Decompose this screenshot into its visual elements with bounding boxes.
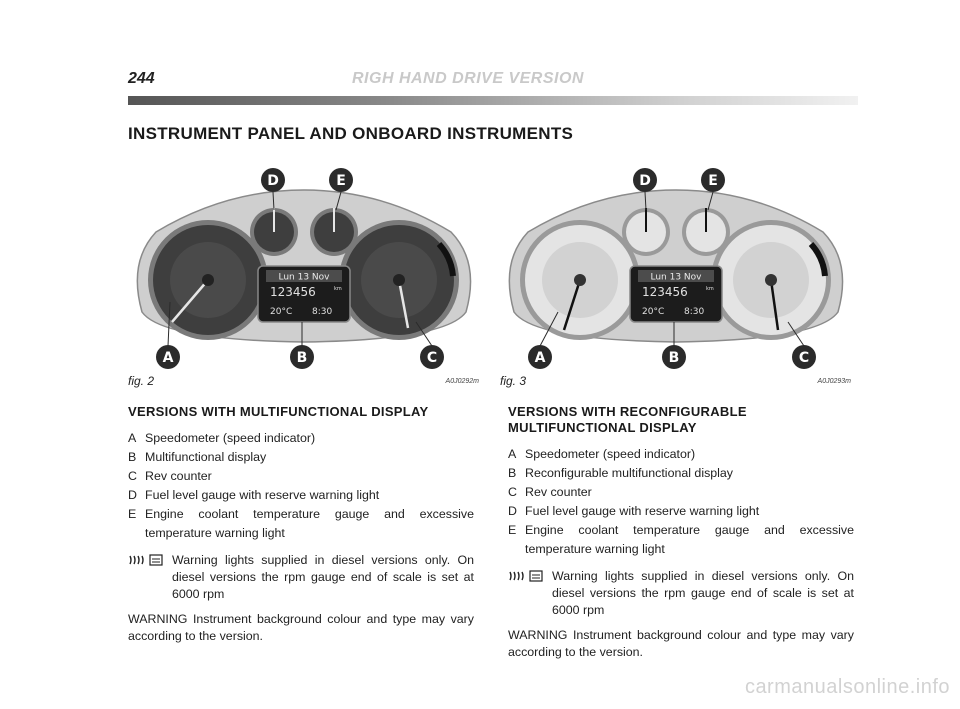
warning-text: WARNING Instrument background colour and… <box>508 628 854 659</box>
callout-a-badge <box>156 345 180 369</box>
instrument-panel-illustration: Lun 13 Nov 123456 km 20°C 8:30 D E A B C <box>508 168 844 369</box>
list-item: A Speedometer (speed indicator) <box>128 429 474 448</box>
item-text: Speedometer (speed indicator) <box>145 431 316 445</box>
item-letter: E <box>508 523 517 537</box>
callout-c-badge <box>420 345 444 369</box>
callout-c: C <box>799 350 809 366</box>
callout-d: D <box>267 173 279 189</box>
item-letter: C <box>508 485 517 499</box>
diesel-note: Warning lights supplied in diesel versio… <box>508 568 854 619</box>
display-date: Lun 13 Nov <box>650 273 702 283</box>
display-temperature: 20°C <box>270 307 292 317</box>
callout-d-badge <box>261 168 285 192</box>
callout-b: B <box>669 350 680 366</box>
callout-e-badge <box>329 168 353 192</box>
watermark: carmanualsonline.info <box>744 676 950 698</box>
item-text: Engine coolant temperature gauge and exc… <box>145 507 474 540</box>
item-letter: B <box>128 450 137 464</box>
section-heading: VERSIONS WITH MULTIFUNCTIONAL DISPLAY <box>128 404 429 419</box>
list-item: B Multifunctional display <box>128 448 474 467</box>
note-icons <box>128 552 172 603</box>
water-in-fuel-icon <box>149 554 163 566</box>
list-item: D Fuel level gauge with reserve warning … <box>508 502 854 521</box>
callout-d: D <box>639 173 651 189</box>
header-rule <box>128 96 858 105</box>
left-column: VERSIONS WITH MULTIFUNCTIONAL DISPLAY A … <box>128 404 474 645</box>
list-item: D Fuel level gauge with reserve warning … <box>128 486 474 505</box>
item-letter: A <box>508 447 517 461</box>
figure-label: fig. 3 <box>500 374 527 388</box>
list-item: C Rev counter <box>508 483 854 502</box>
list-item: E Engine coolant temperature gauge and e… <box>508 521 854 559</box>
display-odometer: 123456 <box>270 285 316 299</box>
display-unit: km <box>334 286 342 292</box>
callout-e-badge <box>701 168 725 192</box>
callout-a: A <box>535 350 546 366</box>
item-letter: B <box>508 466 517 480</box>
display-time: 8:30 <box>312 307 332 317</box>
instrument-panel-illustration: Lun 13 Nov 123456 km 20°C 8:30 D E A B C <box>136 168 472 369</box>
callout-d-badge <box>633 168 657 192</box>
page-title: INSTRUMENT PANEL AND ONBOARD INSTRUMENTS <box>128 124 574 143</box>
display-date: Lun 13 Nov <box>278 273 330 283</box>
item-text: Rev counter <box>525 485 592 499</box>
display-odometer: 123456 <box>642 285 688 299</box>
item-text: Reconfigurable multifunctional display <box>525 466 734 480</box>
callout-b-badge <box>290 345 314 369</box>
display-time: 8:30 <box>684 307 704 317</box>
figure-label: fig. 2 <box>128 374 155 388</box>
right-column: VERSIONS WITH RECONFIGURABLE MULTIFUNCTI… <box>508 404 854 661</box>
diesel-note: Warning lights supplied in diesel versio… <box>128 552 474 603</box>
list-item: E Engine coolant temperature gauge and e… <box>128 505 474 543</box>
glow-plug-icon <box>129 555 144 565</box>
callout-a: A <box>163 350 174 366</box>
callout-b: B <box>297 350 308 366</box>
item-letter: A <box>128 431 137 445</box>
item-letter: C <box>128 469 137 483</box>
item-text: Multifunctional display <box>145 450 267 464</box>
section-heading: VERSIONS WITH RECONFIGURABLE MULTIFUNCTI… <box>508 404 747 435</box>
list-item: B Reconfigurable multifunctional display <box>508 464 854 483</box>
water-in-fuel-icon <box>529 570 543 582</box>
glow-plug-icon <box>509 571 524 581</box>
list-item: A Speedometer (speed indicator) <box>508 445 854 464</box>
display-temperature: 20°C <box>642 307 664 317</box>
list-item: C Rev counter <box>128 467 474 486</box>
figure-code: A0J0293m <box>817 378 851 385</box>
note-text: Warning lights supplied in diesel versio… <box>552 569 854 617</box>
warning-text: WARNING Instrument background colour and… <box>128 612 474 643</box>
item-letter: E <box>128 507 137 521</box>
note-text: Warning lights supplied in diesel versio… <box>172 553 474 601</box>
page-number: 244 <box>128 70 155 87</box>
note-icons <box>508 568 552 619</box>
figure-3: Lun 13 Nov 123456 km 20°C 8:30 D E A B C… <box>498 162 853 390</box>
item-text: Fuel level gauge with reserve warning li… <box>525 504 760 518</box>
callout-a-badge <box>528 345 552 369</box>
item-text: Engine coolant temperature gauge and exc… <box>525 523 854 556</box>
display-unit: km <box>706 286 714 292</box>
figure-code: A0J0292m <box>445 378 479 385</box>
item-letter: D <box>508 504 517 518</box>
figure-2: Lun 13 Nov 123456 km 20°C 8:30 D E A B C… <box>126 162 481 390</box>
callout-c: C <box>427 350 437 366</box>
callout-b-badge <box>662 345 686 369</box>
section-title: RIGH HAND DRIVE VERSION <box>352 70 584 87</box>
callout-e: E <box>336 173 346 189</box>
callout-e: E <box>708 173 718 189</box>
item-text: Fuel level gauge with reserve warning li… <box>145 488 380 502</box>
item-text: Rev counter <box>145 469 212 483</box>
callout-c-badge <box>792 345 816 369</box>
page-header: 244 RIGH HAND DRIVE VERSION <box>128 70 858 94</box>
item-text: Speedometer (speed indicator) <box>525 447 696 461</box>
item-letter: D <box>128 488 137 502</box>
